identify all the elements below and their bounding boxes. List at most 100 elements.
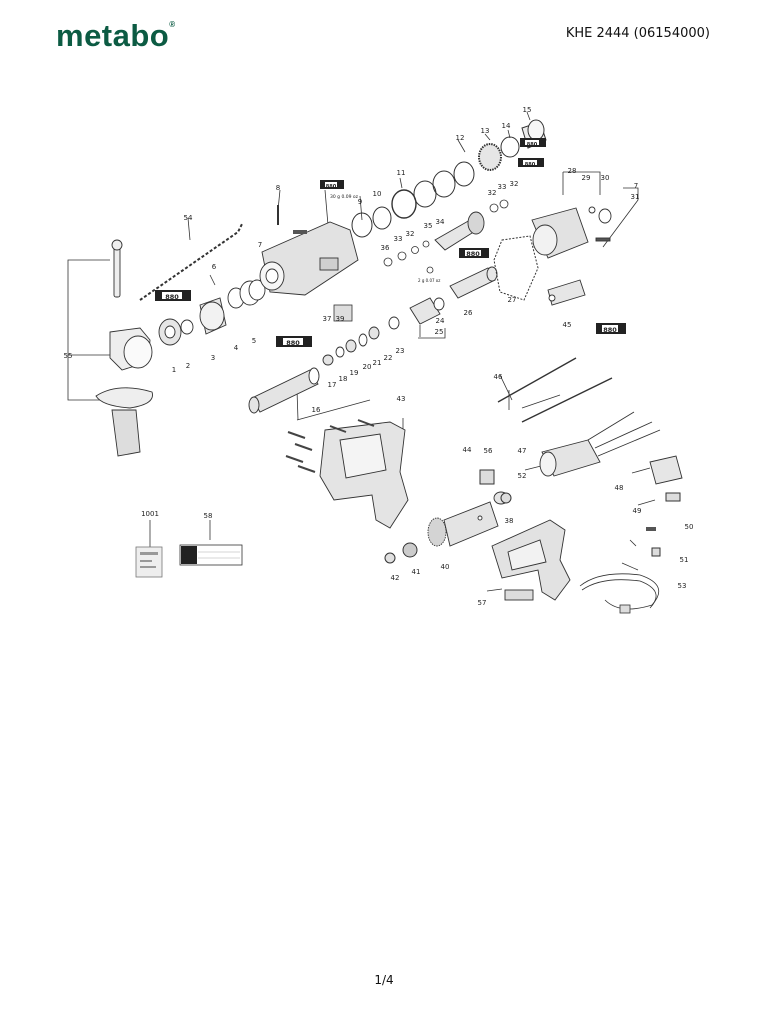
callout: 29 [582, 174, 591, 182]
motor-housing [319, 421, 409, 529]
documentation-items: SET [135, 544, 243, 578]
callout: 33 [498, 183, 507, 191]
screw-8 [277, 205, 279, 225]
callout: 30 [601, 174, 610, 182]
callout: 36 [381, 244, 390, 252]
grease-tube-6 [520, 138, 546, 147]
grease-label: 880 [527, 142, 538, 148]
side-handle [95, 239, 153, 457]
callout: 54 [184, 214, 193, 222]
callout: 52 [518, 472, 527, 480]
callout: 34 [436, 218, 445, 226]
rod-46 [497, 357, 577, 403]
rod-47 [521, 377, 613, 423]
grease-tube-1 [155, 290, 191, 301]
power-cable [579, 573, 660, 614]
callout: 25 [435, 328, 444, 336]
callout: 24 [436, 317, 445, 325]
chuck-parts [158, 279, 266, 346]
callout: 7 [258, 241, 262, 249]
metabo-logo: metabo® [56, 18, 176, 54]
callout: 35 [424, 222, 433, 230]
grease-label: 880 [286, 339, 300, 347]
bearing-41 [402, 542, 418, 558]
spindle-tube [248, 316, 400, 414]
callout: 44 [463, 446, 472, 454]
callout: 57 [478, 599, 487, 607]
bearing-42 [384, 552, 396, 564]
callout: 32 [406, 230, 415, 238]
callout: 19 [350, 369, 359, 377]
armature [427, 491, 509, 547]
callout: 51 [680, 556, 689, 564]
grease-labels: 880 880 880 880 880 880 880 [165, 142, 617, 347]
grease-note-small: 2 g 0.07 oz [418, 278, 440, 283]
callout: 7 [634, 182, 638, 190]
grease-label: 880 [466, 250, 480, 258]
callout: 53 [678, 582, 687, 590]
grease-note: 30 g 0.09 oz [330, 194, 359, 200]
field-coil [539, 411, 661, 477]
part-49 [665, 492, 681, 502]
grease-label: 880 [326, 184, 337, 190]
brand-name: metabo [56, 18, 170, 53]
callout: 26 [464, 309, 473, 317]
callout: 11 [397, 169, 406, 177]
callout: 37 [323, 315, 332, 323]
callout: 2 [186, 362, 190, 370]
callout: 49 [633, 507, 642, 515]
callout: 40 [441, 563, 450, 571]
callout: 45 [563, 321, 572, 329]
grease-tube-7 [596, 323, 626, 334]
intermediate-shaft [434, 211, 485, 251]
callout: 31 [631, 193, 640, 201]
callout: 27 [508, 296, 517, 304]
small-washers [383, 199, 509, 274]
callout: 10 [373, 190, 382, 198]
callout: 22 [384, 354, 393, 362]
callout: 28 [568, 167, 577, 175]
grease-label: 880 [525, 162, 536, 168]
callout: 42 [391, 574, 400, 582]
callout: 32 [510, 180, 519, 188]
diagram-svg: SET 880 880 880 880 880 880 880 30 g 0.0… [64, 106, 694, 614]
bearing-38 [500, 492, 512, 504]
screw-pair [293, 230, 307, 234]
callout: 32 [488, 189, 497, 197]
grease-tube-2 [276, 336, 312, 347]
callout: 15 [523, 106, 532, 114]
callout: 9 [358, 198, 362, 206]
callout: 3 [211, 354, 215, 362]
ring-set [351, 119, 547, 238]
callout-labels: 1 2 3 4 5 6 7 7 8 9 10 11 12 13 14 15 16… [64, 106, 694, 607]
callout: 16 [312, 406, 321, 414]
callout: 4 [234, 344, 239, 352]
bearing-cover [531, 206, 612, 259]
piston-assembly [409, 266, 498, 325]
callout: 14 [502, 122, 511, 130]
depth-rod [139, 223, 243, 301]
set-label: SET [183, 553, 195, 560]
grease-label: 880 [603, 326, 617, 334]
brush-holder-56 [479, 469, 495, 485]
callout: 50 [685, 523, 694, 531]
callout: 13 [481, 127, 490, 135]
page-number: 1/4 [374, 973, 394, 987]
callout: 55 [64, 352, 73, 360]
callout: 18 [339, 375, 348, 383]
grease-tube-3 [320, 180, 344, 189]
callout: 58 [204, 512, 213, 520]
callout: 8 [276, 184, 280, 192]
callout: 5 [252, 337, 256, 345]
cable-clamp-51 [651, 547, 661, 557]
callout: 56 [484, 447, 493, 455]
callout: 1 [172, 366, 176, 374]
grease-tube-4 [459, 248, 489, 258]
callout: 17 [328, 381, 337, 389]
screw-50 [646, 527, 656, 531]
callout: 1001 [141, 510, 159, 518]
callout: 21 [373, 359, 382, 367]
gear-housing [259, 221, 359, 296]
callout: 39 [336, 315, 345, 323]
bracket-55 [67, 259, 110, 401]
